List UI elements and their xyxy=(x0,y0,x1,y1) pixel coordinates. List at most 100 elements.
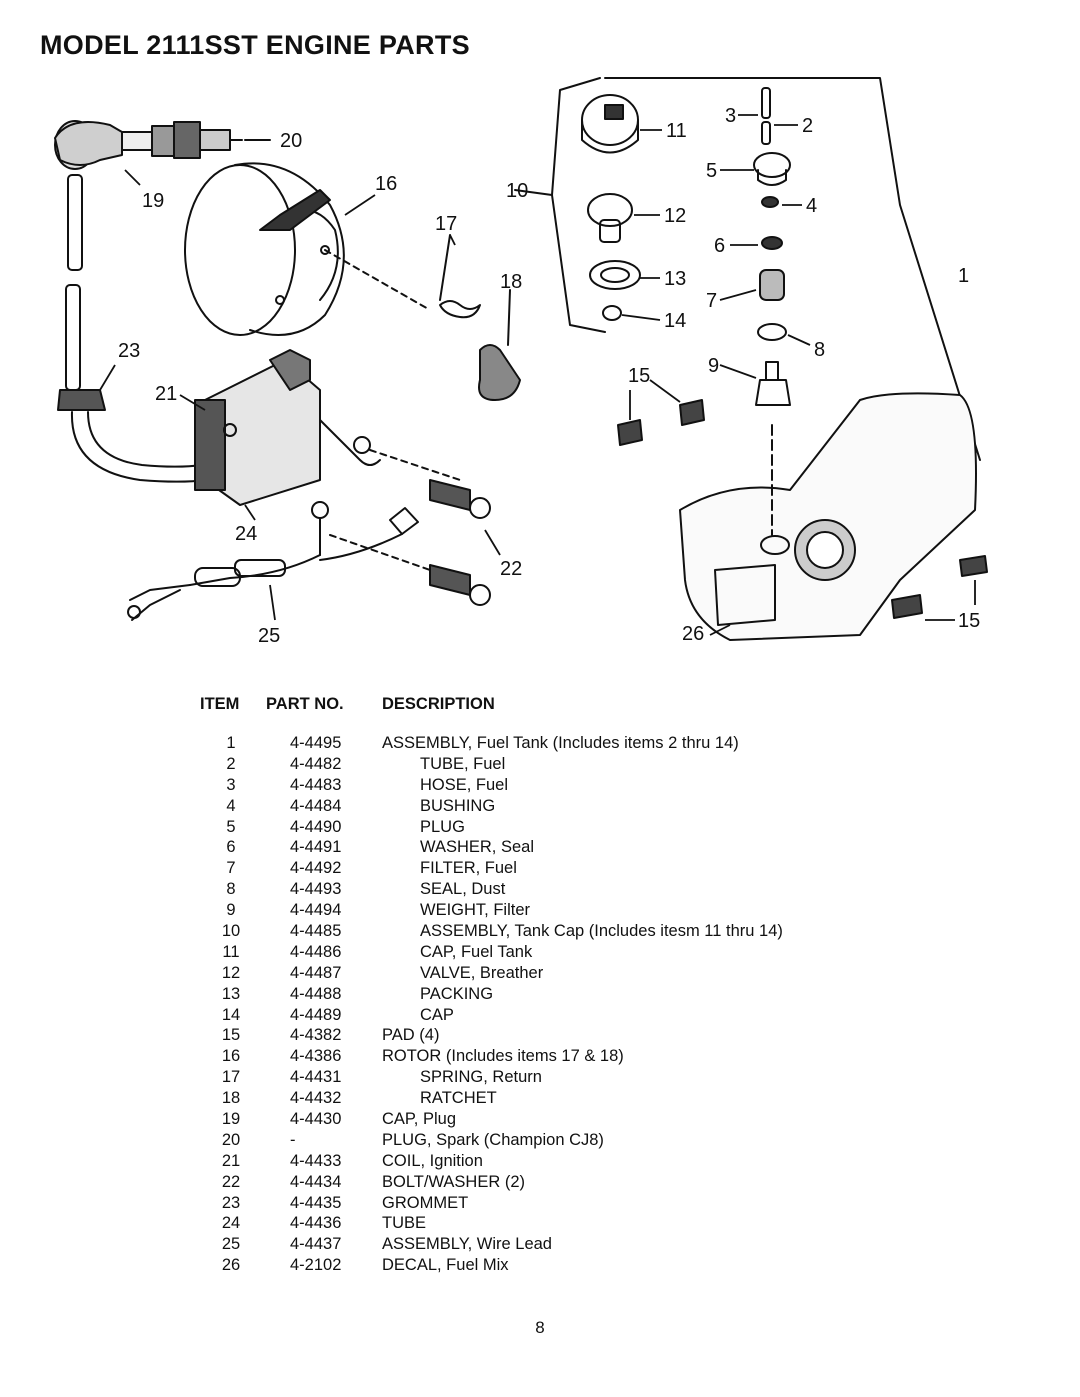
bolt-washer-drawing xyxy=(429,479,491,606)
part-description: RATCHET xyxy=(420,1089,497,1108)
callout-23: 23 xyxy=(118,340,140,362)
part-description: PAD (4) xyxy=(382,1026,440,1045)
part-number: 4-4434 xyxy=(290,1172,342,1191)
wire-lead-drawing xyxy=(127,501,431,621)
part-description: PLUG xyxy=(420,817,465,836)
part-number: 4-4493 xyxy=(290,880,342,899)
part-number: 4-4436 xyxy=(290,1214,342,1233)
part-number: 4-4485 xyxy=(290,922,342,941)
part-description: BOLT/WASHER (2) xyxy=(382,1172,526,1191)
fuel-tank-drawing xyxy=(679,392,977,641)
part-description: ASSEMBLY, Fuel Tank (Includes items 2 th… xyxy=(382,734,739,752)
part-description: ASSEMBLY, Wire Lead xyxy=(382,1235,552,1254)
part-number: 4-4494 xyxy=(290,901,342,920)
table-row: 26 4-2102 DECAL, Fuel Mix xyxy=(200,1255,783,1276)
part-description: ROTOR (Includes items 17 & 18) xyxy=(382,1047,624,1066)
part-number: 4-4431 xyxy=(290,1068,342,1087)
rotor-drawing xyxy=(184,162,431,336)
exploded-parts-diagram: 20 19 16 17 18 23 21 24 25 22 11 10 12 1… xyxy=(54,77,988,647)
callout-21: 21 xyxy=(155,383,177,405)
callout-15-lower: 15 xyxy=(958,610,980,632)
item-number: 26 xyxy=(221,1256,241,1275)
part-number: 4-4432 xyxy=(290,1089,342,1108)
item-number: 9 xyxy=(226,901,236,920)
part-description: SPRING, Return xyxy=(420,1068,542,1087)
page-number: 8 xyxy=(535,1318,545,1337)
part-description: DECAL, Fuel Mix xyxy=(382,1256,509,1275)
callout-7: 7 xyxy=(706,290,717,312)
table-row: 16 4-4386 ROTOR (Includes items 17 & 18) xyxy=(200,1046,783,1067)
callout-17: 17 xyxy=(435,213,457,235)
item-number: 20 xyxy=(221,1130,241,1149)
table-row: 15 4-4382 PAD (4) xyxy=(200,1025,783,1046)
part-number: 4-2102 xyxy=(290,1256,342,1275)
table-row: 19 4-4430 CAP, Plug xyxy=(200,1109,783,1130)
header-part-no: PART NO. xyxy=(266,695,344,713)
assembly-bracket xyxy=(604,77,981,461)
spark-plug-drawing xyxy=(54,120,271,170)
part-number: 4-4430 xyxy=(290,1110,342,1129)
part-number: 4-4435 xyxy=(290,1193,342,1212)
item-number: 5 xyxy=(226,817,236,836)
callout-26: 26 xyxy=(682,623,704,645)
spring-ratchet-drawing xyxy=(439,234,521,401)
part-description: CAP, Fuel Tank xyxy=(420,942,533,961)
callout-22: 22 xyxy=(500,558,522,580)
item-number: 15 xyxy=(221,1026,241,1045)
callout-1: 1 xyxy=(958,265,969,287)
callout-20: 20 xyxy=(280,130,302,152)
table-row: 22 4-4434 BOLT/WASHER (2) xyxy=(200,1172,783,1193)
callout-10: 10 xyxy=(506,180,528,202)
callout-5: 5 xyxy=(706,160,717,182)
callout-16: 16 xyxy=(375,173,397,195)
callout-3: 3 xyxy=(725,105,736,127)
part-description: PACKING xyxy=(420,984,494,1003)
item-number: 10 xyxy=(221,922,241,941)
callout-25: 25 xyxy=(258,625,280,647)
part-description: WASHER, Seal xyxy=(420,838,535,857)
item-number: 19 xyxy=(221,1110,241,1129)
callout-12: 12 xyxy=(664,205,686,227)
item-number: 16 xyxy=(221,1047,241,1066)
part-number: 4-4433 xyxy=(290,1151,342,1170)
item-number: 3 xyxy=(226,775,236,794)
item-number: 24 xyxy=(221,1214,241,1233)
item-number: 7 xyxy=(226,859,236,878)
ignition-coil-drawing xyxy=(194,349,461,506)
item-number: 17 xyxy=(221,1068,241,1087)
callout-4: 4 xyxy=(806,195,817,217)
part-number: 4-4386 xyxy=(290,1047,342,1066)
part-description: BUSHING xyxy=(420,796,496,815)
callout-19: 19 xyxy=(142,190,164,212)
item-number: 12 xyxy=(221,963,241,982)
part-description: CAP xyxy=(420,1005,454,1024)
header-item: ITEM xyxy=(200,695,240,713)
part-description: WEIGHT, Filter xyxy=(420,901,530,920)
table-row: 17 4-4431 SPRING, Return xyxy=(200,1067,783,1088)
part-description: HOSE, Fuel xyxy=(420,775,509,794)
part-number: 4-4487 xyxy=(290,963,342,982)
part-number: 4-4484 xyxy=(290,796,342,815)
part-number: 4-4490 xyxy=(290,817,342,836)
item-number: 21 xyxy=(221,1151,241,1170)
callout-6: 6 xyxy=(714,235,725,257)
item-number: 4 xyxy=(226,796,236,815)
part-number: 4-4488 xyxy=(290,984,342,1003)
part-number: 4-4382 xyxy=(290,1026,342,1045)
callout-labels: 20 19 16 17 18 23 21 24 25 22 11 10 12 1… xyxy=(118,105,980,647)
tank-cap-bracket xyxy=(514,77,606,333)
part-number: 4-4489 xyxy=(290,1005,342,1024)
leader-lines xyxy=(99,114,976,636)
item-number: 25 xyxy=(221,1235,241,1254)
part-description: CAP, Plug xyxy=(382,1110,456,1129)
item-number: 1 xyxy=(226,734,236,752)
item-number: 22 xyxy=(221,1172,241,1191)
callout-14: 14 xyxy=(664,310,686,332)
part-number: - xyxy=(290,1130,296,1149)
